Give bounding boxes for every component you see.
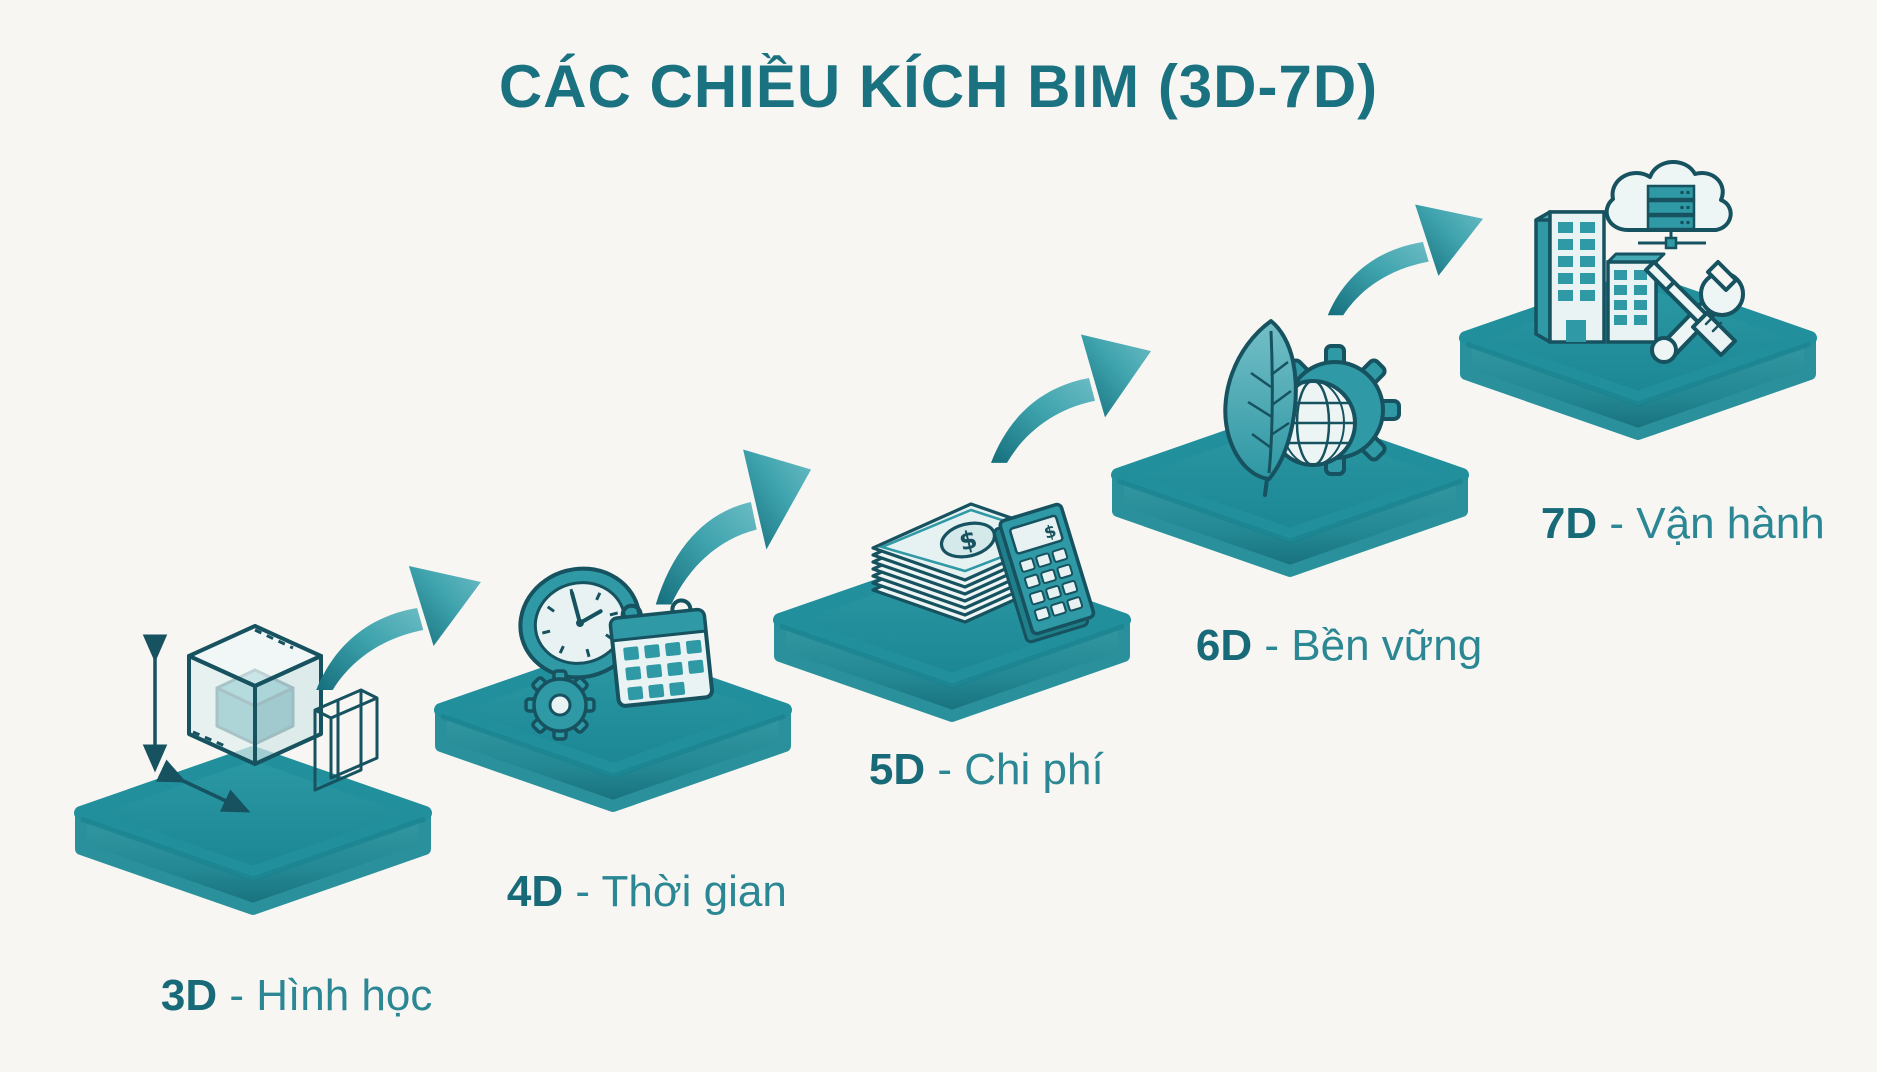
step-name: Vận hành: [1636, 498, 1825, 548]
label-separator: -: [925, 744, 965, 794]
leaf-globe-gear-icon: [1223, 319, 1401, 497]
building-cloud-tools-icon: [1534, 160, 1745, 364]
step-label-4d: 4D - Thời gian: [458, 816, 787, 968]
step-name: Hình học: [256, 970, 433, 1020]
svg-text:$: $: [956, 524, 980, 556]
step-label-5d: 5D - Chi phí: [820, 694, 1104, 846]
step-code: 7D: [1540, 498, 1598, 548]
step-code: 4D: [506, 866, 564, 916]
money-calculator-icon: $ $: [871, 502, 1096, 644]
curved-swoosh-arrow-icon: [655, 449, 812, 605]
svg-text:$: $: [1042, 521, 1059, 544]
curved-swoosh-arrow-icon: [991, 334, 1151, 463]
step-name: Bền vững: [1291, 620, 1483, 670]
curved-swoosh-arrow-icon: [1327, 204, 1484, 316]
step-name: Chi phí: [964, 744, 1104, 794]
step-label-3d: 3D - Hình học: [112, 920, 432, 1072]
step-label-7d: 7D - Vận hành: [1492, 448, 1825, 600]
label-separator: -: [1252, 620, 1292, 670]
step-code: 5D: [868, 744, 926, 794]
clock-calendar-gear-icon: [518, 566, 714, 741]
step-code: 6D: [1195, 620, 1253, 670]
step-label-6d: 6D - Bền vững: [1147, 570, 1482, 722]
curved-swoosh-arrow-icon: [316, 566, 481, 690]
label-separator: -: [217, 970, 257, 1020]
label-separator: -: [563, 866, 602, 916]
step-code: 3D: [160, 970, 218, 1020]
bim-dimensions-diagram: CÁC CHIỀU KÍCH BIM (3D-7D): [74, 53, 1825, 1020]
label-separator: -: [1597, 498, 1637, 548]
page-title: CÁC CHIỀU KÍCH BIM (3D-7D): [498, 53, 1379, 120]
cube-dimensions-icon: [142, 624, 379, 813]
step-name: Thời gian: [601, 866, 787, 916]
